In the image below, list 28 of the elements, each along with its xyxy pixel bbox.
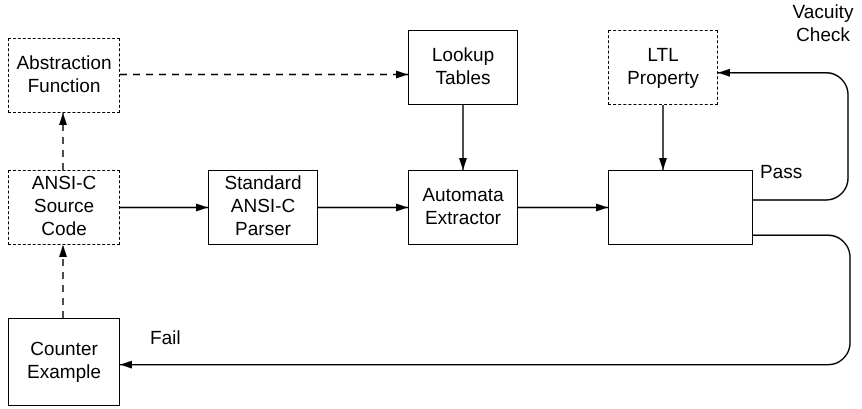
process-box <box>608 30 718 105</box>
arrow <box>318 204 408 212</box>
arrow <box>59 113 67 170</box>
box-label: LTL Property <box>626 44 700 90</box>
process-box <box>8 318 120 406</box>
annotation-label: Vacuity Check <box>792 2 854 48</box>
arrow <box>718 68 849 201</box>
edge-label: Fail <box>150 328 181 351</box>
arrow <box>459 105 467 170</box>
edge-label: Pass <box>760 162 802 185</box>
arrow <box>120 234 851 369</box>
box-label: Automata Extractor <box>421 184 505 230</box>
process-box <box>8 170 120 245</box>
process-box <box>8 38 120 113</box>
arrow <box>518 204 608 212</box>
box-label: ANSI-C Source Code <box>30 173 98 242</box>
process-box <box>408 170 518 245</box>
box-label: Lookup Tables <box>430 44 496 90</box>
arrow <box>59 245 67 318</box>
arrow <box>659 105 667 170</box>
process-box <box>208 170 318 245</box>
arrow <box>120 204 208 212</box>
process-box <box>408 30 518 105</box>
box-label: Counter Example <box>26 339 102 385</box>
empty-box <box>608 170 753 245</box>
box-label: Abstraction Function <box>15 52 113 98</box>
arrow <box>120 70 408 78</box>
box-label: Standard ANSI-C Parser <box>223 173 303 242</box>
